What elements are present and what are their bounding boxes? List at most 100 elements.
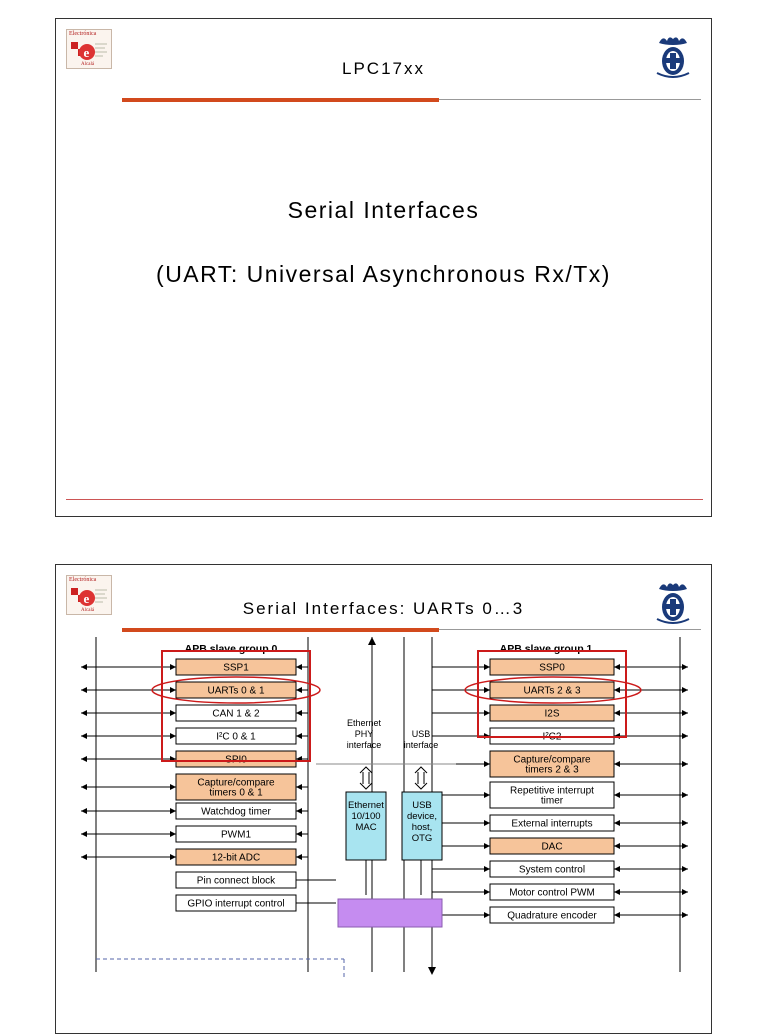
left-block-gpio-interrupt-control: GPIO interrupt control (175, 894, 297, 912)
left-block-12-bit-adc-label: 12-bit ADC (212, 853, 260, 864)
footer-rule (66, 499, 703, 500)
right-block-quadrature-encoder-box (489, 906, 615, 924)
arrowhead-icon (614, 687, 620, 693)
uart-0-1-ellipse (151, 676, 321, 704)
logo-text-bottom: Alcalá (81, 62, 95, 67)
arrowhead-icon (682, 820, 688, 826)
arrowhead-icon (614, 889, 620, 895)
arrowhead-icon (682, 843, 688, 849)
ethernet-phy-label: Ethernet (347, 718, 382, 728)
arrowhead-icon (296, 784, 302, 790)
left-block-can-1-2: CAN 1 & 2 (175, 704, 297, 722)
ethernet-phy-label: interface (347, 740, 382, 750)
arrowhead-icon (296, 687, 302, 693)
left-block-ssp1-box (175, 658, 297, 676)
logo-text-top: Electrónica (69, 31, 97, 37)
right-block-external-interrupts: External interrupts (489, 814, 615, 832)
left-block-watchdog-timer-box (175, 802, 297, 820)
arrowhead-icon (170, 784, 176, 790)
arrowhead-icon (81, 733, 87, 739)
left-block-uarts-0-1-box (175, 681, 297, 699)
ethernet-mac-label: MAC (355, 822, 376, 833)
slide-1: Electrónica e Alcalá LPC17xx Serial Inte… (55, 18, 712, 517)
ethernet-mac-label: Ethernet (348, 800, 384, 811)
right-block-motor-control-pwm-label: Motor control PWM (509, 888, 595, 899)
arrowhead-icon (484, 761, 490, 767)
arrowhead-icon (484, 792, 490, 798)
arrowhead-icon (614, 792, 620, 798)
left-block-spi0-box (175, 750, 297, 768)
svg-text:e: e (84, 591, 90, 606)
apb-group-1-title: APB slave group 1 (500, 643, 593, 655)
left-block-pin-connect-block-box (175, 871, 297, 889)
arrowhead-icon (81, 831, 87, 837)
arrowhead-icon (170, 687, 176, 693)
electronica-emblem-icon: e (71, 42, 107, 60)
right-block-system-control-box (489, 860, 615, 878)
arrowhead-icon (296, 664, 302, 670)
arrowhead-icon (614, 664, 620, 670)
arrowhead-icon (682, 710, 688, 716)
arrowhead-icon (81, 687, 87, 693)
left-block-capture-compare-timers-0-1-label: Capture/compare (197, 778, 275, 789)
arrowhead-icon (682, 664, 688, 670)
right-block-dac-box (489, 837, 615, 855)
arrowhead-icon (81, 854, 87, 860)
arrowhead-icon (484, 710, 490, 716)
arrowhead-icon (682, 792, 688, 798)
right-block-i2s-box (489, 704, 615, 722)
left-block-pwm1: PWM1 (175, 825, 297, 843)
right-block-system-control-label: System control (519, 865, 585, 876)
left-block-12-bit-adc: 12-bit ADC (175, 848, 297, 866)
header-thin-rule (439, 99, 701, 100)
arrowhead-icon (484, 866, 490, 872)
right-block-uarts-2-3: UARTs 2 & 3 (489, 681, 615, 699)
arrowhead-icon (81, 710, 87, 716)
right-block-repetitive-interrupt-timer-box (489, 781, 615, 809)
left-block-gpio-interrupt-control-label: GPIO interrupt control (187, 899, 284, 910)
arrowhead-icon (682, 687, 688, 693)
arrowhead-icon (81, 808, 87, 814)
left-block-ssp1-label: SSP1 (223, 663, 249, 674)
arrowhead-icon (81, 784, 87, 790)
left-block-watchdog-timer: Watchdog timer (175, 802, 297, 820)
arrowhead-icon (682, 866, 688, 872)
arrowhead-icon (81, 664, 87, 670)
arrowhead-icon (614, 866, 620, 872)
right-block-motor-control-pwm: Motor control PWM (489, 883, 615, 901)
usb-interface-label: USB (412, 729, 431, 739)
arrowhead-icon (682, 733, 688, 739)
left-block-gpio-interrupt-control-box (175, 894, 297, 912)
ethernet-mac-label: 10/100 (351, 811, 380, 822)
usb-otg-label: host, (412, 822, 433, 833)
university-crest-icon (656, 583, 690, 624)
ethernet-mac-box (345, 791, 387, 861)
right-block-quadrature-encoder: Quadrature encoder (489, 906, 615, 924)
arrowhead-icon (170, 854, 176, 860)
right-block-repetitive-interrupt-timer-label: Repetitive interrupt (510, 786, 594, 797)
slide-1-header-title: LPC17xx (342, 59, 425, 78)
arrowhead-icon (484, 664, 490, 670)
arrowhead-icon (682, 912, 688, 918)
logo-text-top: Electrónica (69, 577, 97, 583)
arrowhead-icon (484, 912, 490, 918)
arrowhead-icon (81, 756, 87, 762)
right-block-motor-control-pwm-box (489, 883, 615, 901)
left-block-i-c-0-1-box (175, 727, 297, 745)
uart-2-3-ellipse (464, 676, 642, 704)
left-block-can-1-2-box (175, 704, 297, 722)
right-block-system-control: System control (489, 860, 615, 878)
arrowhead-icon (484, 889, 490, 895)
left-block-i-c-0-1: I²C 0 & 1 (175, 727, 297, 745)
usb-otg-box (401, 791, 443, 861)
left-block-pin-connect-block: Pin connect block (175, 871, 297, 889)
electronica-logo: Electrónica e Alcalá (66, 575, 112, 615)
arrowhead-icon (484, 820, 490, 826)
right-block-capture-compare-timers-2-3-label: Capture/compare (513, 755, 591, 766)
ethernet-double-arrow-icon (359, 766, 373, 790)
usb-otg-label: device, (407, 811, 437, 822)
left-block-ssp1: SSP1 (175, 658, 297, 676)
left-block-pin-connect-block-label: Pin connect block (197, 876, 276, 887)
